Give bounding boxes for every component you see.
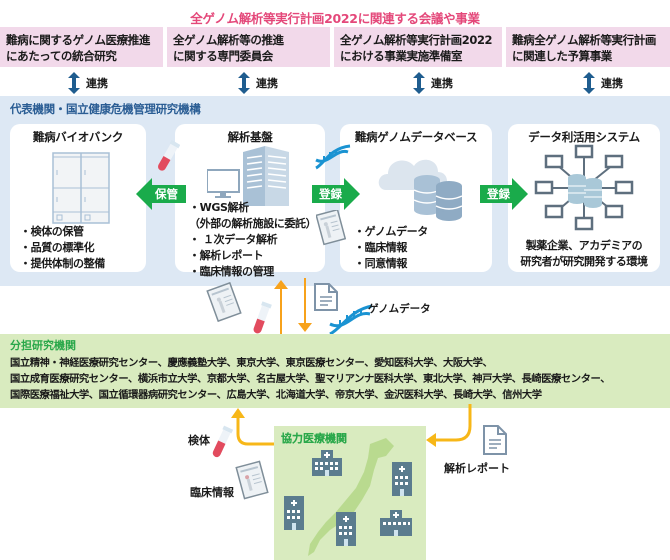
- card-bullets: ・ゲノムデータ ・臨床情報 ・同意情報: [354, 224, 428, 272]
- link-label: 連携: [86, 77, 108, 90]
- bullet-item: ・ゲノムデータ: [354, 225, 428, 238]
- link-1: 連携: [68, 72, 108, 94]
- network-icon: [534, 144, 634, 231]
- card-analysis-platform: 解析基盤 ・WGS解析 （外部の解析施設に委託） ・ １次データ解析 ・解析レポ…: [175, 124, 325, 278]
- card-title: 難病バイオバンク: [32, 130, 124, 144]
- test-tube-icon: [253, 301, 272, 334]
- register-arrow-icon: [480, 178, 528, 210]
- down-arrow-icon: [298, 278, 312, 332]
- meeting-line: 全ゲノム解析等の推進: [173, 33, 284, 47]
- bidirectional-arrow-icon: [583, 72, 595, 94]
- meeting-box-budget-project: 難病全ゲノム解析等実行計画 に関連した予算事業: [506, 27, 670, 67]
- partner-institutions-title: 分担研究機関: [10, 339, 76, 352]
- link-label: 連携: [431, 77, 453, 90]
- server-icon: [207, 146, 289, 206]
- cooperating-institutions-title: 協力医療機関: [281, 432, 347, 445]
- meeting-line: に関する専門委員会: [173, 49, 273, 63]
- institution-line: 国際医療福祉大学、国立循環器病研究センター、広島大学、北海道大学、帝京大学、金沢…: [10, 389, 542, 401]
- meeting-line: 難病に関するゲノム医療推進: [6, 33, 150, 47]
- test-tube-icon: [158, 139, 180, 171]
- bullet-item: ・検体の保管: [20, 225, 84, 238]
- bullet-item: ・WGS解析: [189, 201, 249, 214]
- link-4: 連携: [583, 72, 623, 94]
- meeting-line: における事業実施準備室: [340, 49, 463, 63]
- genome-data-label: ゲノムデータ: [368, 303, 431, 315]
- test-tube-icon: [212, 425, 234, 458]
- description-line: 研究者が研究開発する環境: [520, 255, 648, 268]
- institution-line: 国立精神・神経医療研究センター、慶應義塾大学、東京大学、東京医療センター、愛知医…: [10, 357, 493, 369]
- hospital-icon: [284, 496, 304, 530]
- link-label: 連携: [601, 77, 623, 90]
- hospital-icon: [336, 512, 356, 546]
- card-title: データ利活用システム: [528, 130, 640, 144]
- bidirectional-arrow-icon: [68, 72, 80, 94]
- specimen-label: 検体: [188, 434, 210, 447]
- card-bullets: ・検体の保管 ・品質の標準化 ・提供体制の整備: [20, 224, 105, 272]
- description-line: 製薬企業、アカデミアの: [525, 239, 643, 252]
- institution-line: 国立成育医療研究センター、横浜市立大学、京都大学、名古屋大学、聖マリアンナ医科大…: [10, 373, 611, 385]
- card-biobank: 難病バイオバンク ・検体の保管 ・品質の標準化 ・提供体制の整備: [10, 124, 146, 272]
- bidirectional-arrow-icon: [413, 72, 425, 94]
- bullet-item: ・臨床情報: [354, 241, 407, 254]
- hospital-icon: [312, 450, 342, 476]
- card-title: 難病ゲノムデータベース: [354, 130, 478, 144]
- bullet-item: ・同意情報: [354, 257, 407, 270]
- link-label: 連携: [256, 77, 278, 90]
- report-return-arrow: [426, 404, 472, 447]
- store-arrow-icon: [136, 178, 186, 210]
- link-3: 連携: [413, 72, 453, 94]
- analysis-report-label: 解析レポート: [444, 462, 510, 475]
- bullet-item: ・提供体制の整備: [20, 257, 105, 270]
- meeting-box-expert-committee: 全ゲノム解析等の推進 に関する専門委員会: [167, 27, 330, 67]
- bullet-item: ・解析レポート: [189, 249, 264, 262]
- clinical-chart-icon: [316, 210, 346, 246]
- meeting-box-preparation-office: 全ゲノム解析等実行計画2022 における事業実施準備室: [334, 27, 502, 67]
- card-data-utilization-system: データ利活用システム 製薬企業、アカデミアの 研究者が研究開発する環境: [508, 124, 660, 272]
- bullet-item: ・臨床情報の管理: [189, 265, 274, 278]
- meeting-box-integrated-research: 難病に関するゲノム医療推進 にあたっての統合研究: [0, 27, 163, 67]
- register-arrow-icon: [312, 178, 360, 210]
- register-arrow-label-1: 登録: [319, 187, 342, 201]
- card-title: 解析基盤: [227, 130, 273, 144]
- meeting-line: 全ゲノム解析等実行計画2022: [340, 33, 493, 47]
- document-icon: [483, 425, 507, 455]
- specimen-upload-arrow: [231, 408, 276, 446]
- partner-institutions-panel: [0, 334, 670, 408]
- diagram-title: 全ゲノム解析等実行計画2022に関連する会議や事業: [190, 11, 480, 26]
- link-2: 連携: [238, 72, 278, 94]
- lead-organization-title: 代表機関・国立健康危機管理研究機構: [10, 102, 201, 116]
- cooperating-institutions-title-overlay: 協力医療機関: [281, 432, 347, 445]
- register-arrow-label-2: 登録: [487, 187, 510, 201]
- up-arrow-icon: [274, 280, 288, 334]
- japan-map-icon: [284, 438, 412, 556]
- clinical-info-label: 臨床情報: [190, 486, 234, 499]
- bullet-item: ・品質の標準化: [20, 241, 95, 254]
- store-arrow-label: 保管: [155, 187, 178, 201]
- cloud-database-icon: [378, 159, 463, 221]
- document-icon: [314, 283, 338, 311]
- clinical-chart-icon: [235, 460, 269, 500]
- dna-icon: [329, 304, 373, 336]
- bullet-item: （外部の解析施設に委託）: [189, 217, 317, 230]
- card-description: 製薬企業、アカデミアの 研究者が研究開発する環境: [508, 238, 660, 270]
- hospital-icon: [392, 462, 412, 496]
- meeting-line: に関連した予算事業: [512, 49, 612, 63]
- freezer-cabinet-icon: [52, 152, 110, 224]
- bidirectional-arrow-icon: [238, 72, 250, 94]
- hospital-icon: [380, 510, 412, 536]
- meeting-line: 難病全ゲノム解析等実行計画: [512, 33, 656, 47]
- meeting-line: にあたっての統合研究: [6, 49, 117, 63]
- bullet-item: ・ １次データ解析: [189, 233, 278, 246]
- card-genome-database: 難病ゲノムデータベース ・ゲノムデータ ・臨床情報 ・同意情報: [340, 124, 492, 272]
- card-bullets: ・WGS解析 （外部の解析施設に委託） ・ １次データ解析 ・解析レポート ・臨…: [189, 200, 317, 280]
- dna-icon: [315, 144, 351, 170]
- clinical-chart-icon: [206, 282, 242, 322]
